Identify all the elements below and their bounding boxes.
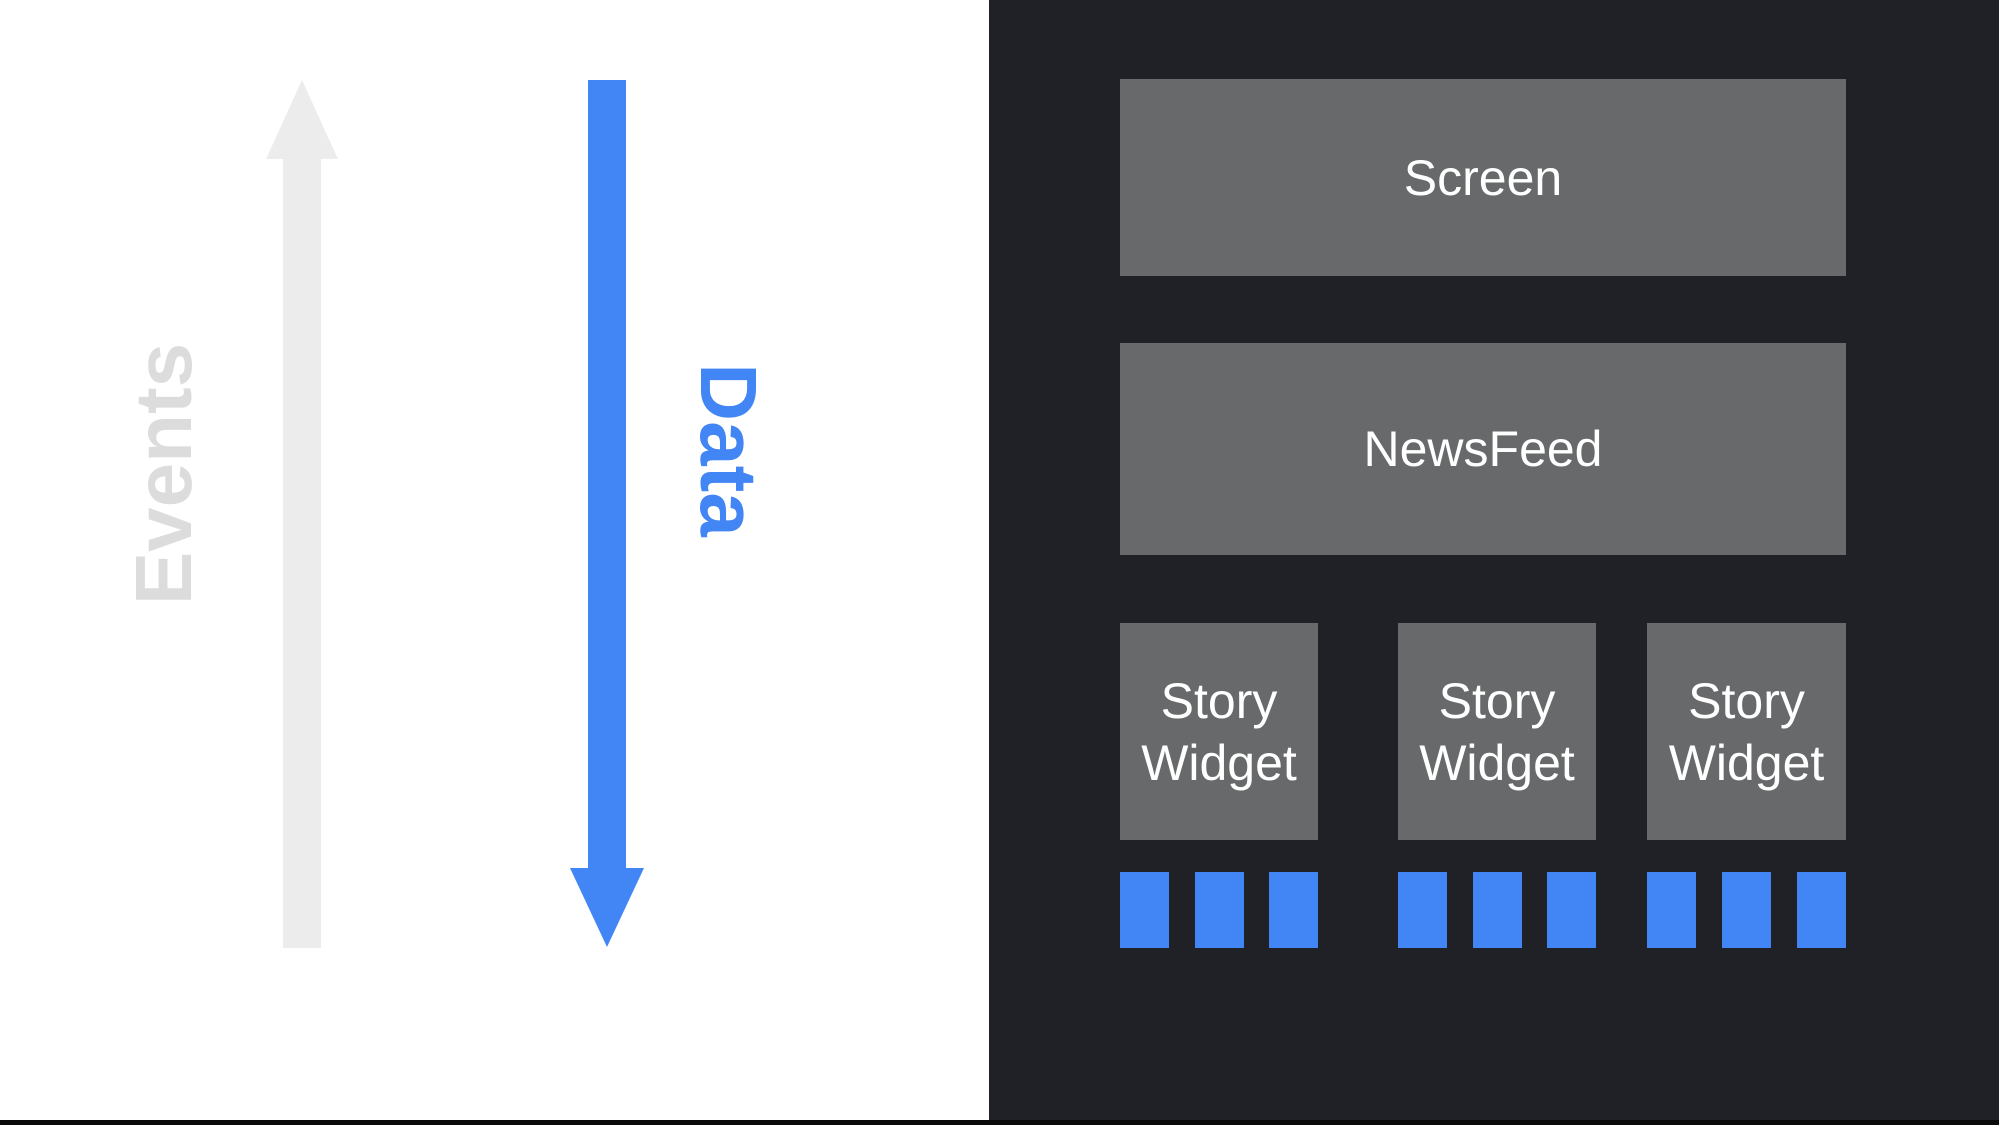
story-widget-label: Story Widget <box>1141 670 1297 794</box>
story-placeholder-row-2 <box>1398 872 1596 948</box>
story-widget-label-line1: Story <box>1438 672 1556 729</box>
down-arrow-head <box>570 868 644 947</box>
story-widget-label: Story Widget <box>1669 670 1825 794</box>
placeholder-tile <box>1194 872 1244 948</box>
down-arrow-shaft <box>588 80 626 868</box>
data-label: Data <box>684 363 773 537</box>
story-widget-label-line2: Widget <box>1419 734 1575 791</box>
bottom-edge-strip <box>0 1120 1999 1125</box>
placeholder-tile <box>1120 872 1169 948</box>
placeholder-tile <box>1269 872 1318 948</box>
newsfeed-label: NewsFeed <box>1363 421 1603 477</box>
up-arrow-head <box>266 80 338 159</box>
placeholder-tile <box>1472 872 1522 948</box>
placeholder-tile <box>1647 872 1696 948</box>
story-widget-label: Story Widget <box>1419 670 1575 794</box>
placeholder-tile <box>1547 872 1596 948</box>
widget-tree-panel: Screen NewsFeed Story Widget Story Widge… <box>989 0 1999 1125</box>
events-label: Events <box>119 342 208 606</box>
placeholder-tile <box>1797 872 1846 948</box>
story-widget-label-line2: Widget <box>1668 734 1825 791</box>
story-widget-label-line1: Story <box>1160 672 1278 729</box>
story-placeholder-row-3 <box>1647 872 1846 948</box>
story-widget-box-2: Story Widget <box>1398 623 1596 840</box>
newsfeed-box: NewsFeed <box>1120 343 1846 555</box>
story-placeholder-row-1 <box>1120 872 1318 948</box>
screen-box: Screen <box>1120 79 1846 276</box>
story-widget-label-line1: Story <box>1688 672 1805 729</box>
screen-label: Screen <box>1403 149 1563 206</box>
placeholder-tile <box>1722 872 1771 948</box>
story-widget-box-3: Story Widget <box>1647 623 1846 840</box>
up-arrow-shaft <box>283 159 321 948</box>
story-widget-label-line2: Widget <box>1141 734 1297 791</box>
placeholder-tile <box>1398 872 1447 948</box>
story-widget-box-1: Story Widget <box>1120 623 1318 840</box>
